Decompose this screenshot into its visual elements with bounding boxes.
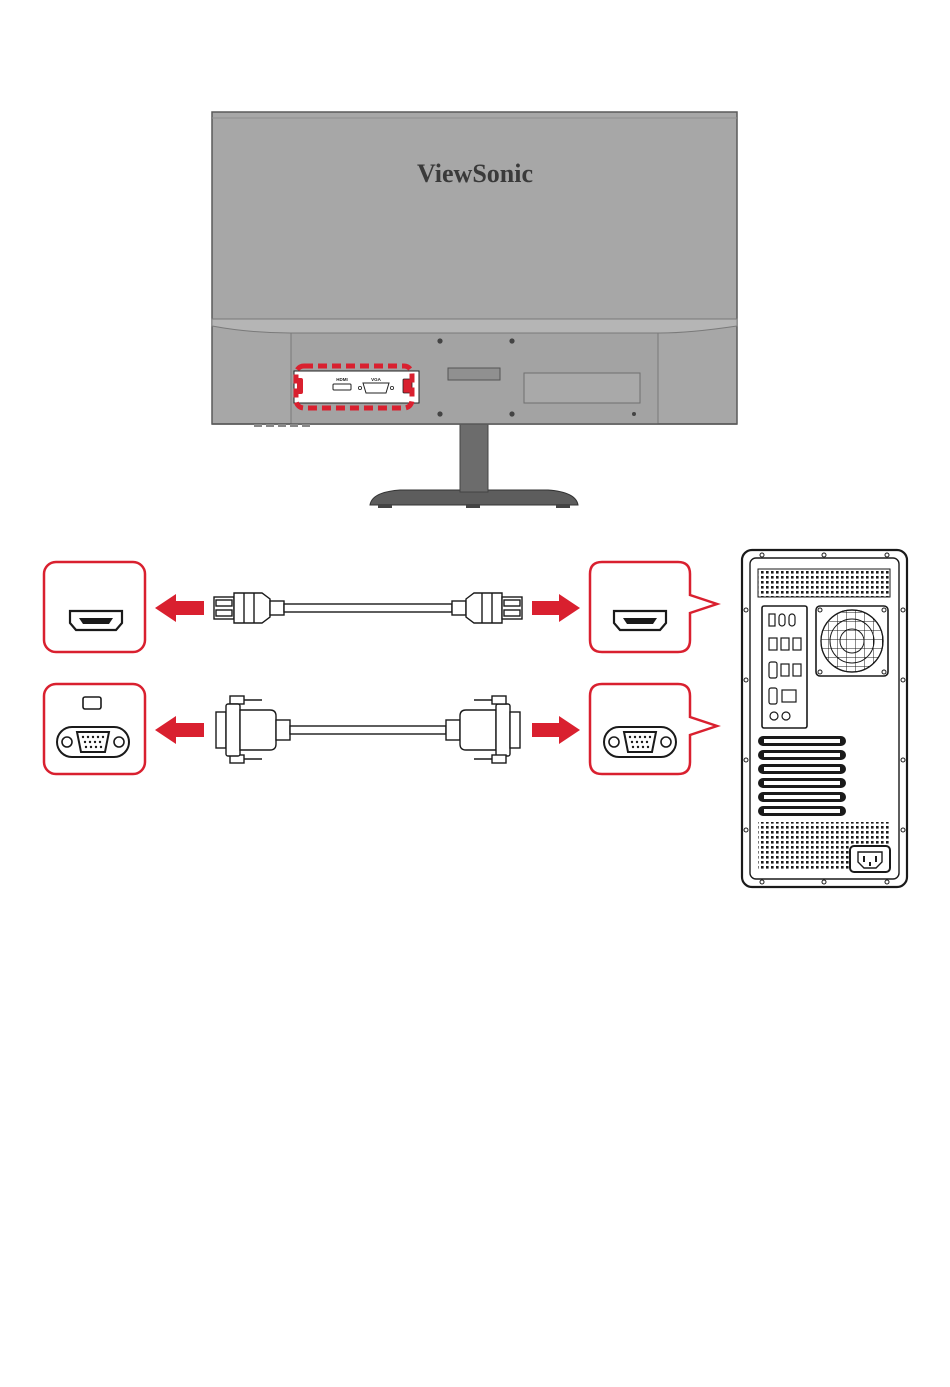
monitor-rear-view: ViewSonic HDMI VGA (212, 112, 737, 508)
monitor-io-panel: HDMI VGA (294, 366, 419, 408)
lock-slot-icon (83, 697, 101, 709)
hdmi-connection-row (44, 562, 717, 652)
monitor-stand-neck (460, 424, 488, 492)
arrow-left-icon (155, 716, 204, 744)
monitor-hdmi-port-callout (44, 562, 145, 652)
pc-fan-icon (816, 606, 888, 676)
pc-io-shield (762, 606, 807, 728)
pc-top-vent (758, 569, 890, 597)
vga-cable (216, 696, 520, 763)
pc-power-inlet-icon (850, 846, 890, 872)
hdmi-port-label: HDMI (336, 377, 348, 382)
arrow-left-icon (155, 594, 204, 622)
pc-hdmi-port-callout (590, 562, 717, 652)
vga-icon (604, 727, 676, 757)
vga-connection-row (44, 684, 717, 774)
vga-icon (57, 727, 129, 757)
pc-vga-port-callout (590, 684, 717, 774)
arrow-right-icon (532, 716, 580, 744)
hdmi-cable (214, 593, 522, 623)
vga-port-label: VGA (371, 377, 382, 382)
monitor-vga-port (363, 383, 389, 393)
pc-tower-rear-view (742, 550, 907, 887)
monitor-hdmi-port (333, 384, 351, 390)
arrow-right-icon (532, 594, 580, 622)
brand-logo: ViewSonic (417, 159, 533, 188)
monitor-vga-port-callout (44, 684, 145, 774)
